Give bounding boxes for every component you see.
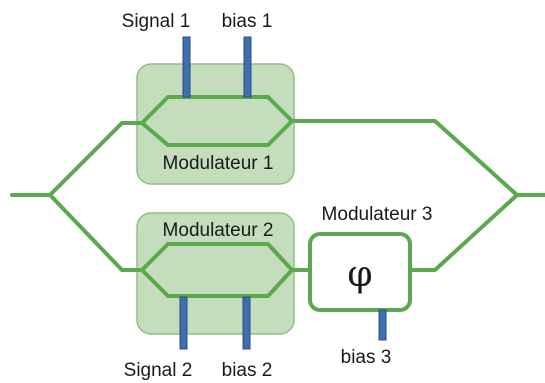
bias-2-electrode <box>242 296 251 350</box>
bias-3-label: bias 3 <box>341 347 392 368</box>
waveguide-network <box>10 95 545 298</box>
signal-1-electrode <box>182 36 191 98</box>
signal-1-label: Signal 1 <box>122 11 191 32</box>
bias-1-label: bias 1 <box>222 11 273 32</box>
input-splitter-upper <box>48 121 144 197</box>
phase-modulator-box <box>308 232 412 312</box>
lower-arm-output <box>408 193 519 272</box>
phase-symbol: φ <box>347 254 372 295</box>
bias-3-electrode <box>378 309 387 341</box>
signal-2-label: Signal 2 <box>124 360 193 381</box>
bias-1-electrode <box>243 36 252 98</box>
modulator-2-label: Modulateur 2 <box>163 220 274 241</box>
bias-2-label: bias 2 <box>222 360 273 381</box>
modulator-3-label: Modulateur 3 <box>322 204 433 225</box>
signal-2-electrode <box>179 296 188 350</box>
input-splitter-lower <box>48 193 144 272</box>
modulator-1-label: Modulateur 1 <box>163 153 274 174</box>
electrodes <box>179 36 387 350</box>
upper-arm-output <box>290 119 519 197</box>
